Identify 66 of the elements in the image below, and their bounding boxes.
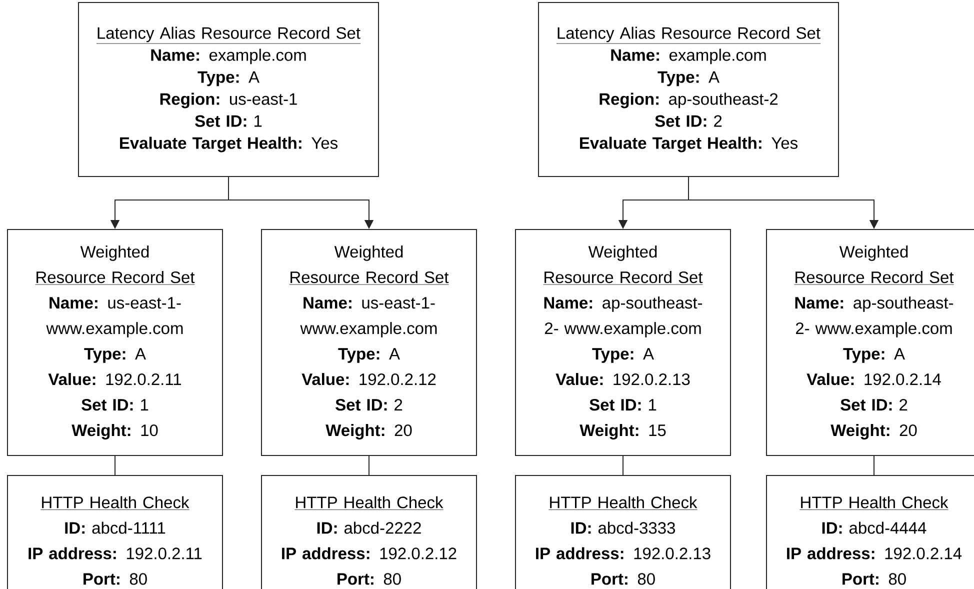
field-text: Name: ap-southeast-2- www.example.com — [795, 296, 954, 338]
field-text: IP address: 192.0.2.12 — [282, 547, 456, 560]
record-box — [261, 475, 477, 589]
field-text: Type: A — [84, 348, 146, 363]
record-box — [78, 2, 379, 177]
record-box — [766, 229, 974, 456]
heading: Resource Record Set — [289, 271, 449, 285]
record-box — [7, 475, 223, 589]
field-text: Port: 80 — [592, 573, 655, 585]
field-text: Weight: 20 — [326, 424, 412, 440]
heading: HTTP Health Check — [294, 496, 444, 510]
field-text: Set ID: 2 — [655, 115, 722, 127]
heading: Resource Record Set — [35, 271, 195, 285]
heading: Latency Alias Resource Record Set — [556, 26, 821, 44]
field-text: Set ID: 1 — [590, 398, 656, 411]
field-text: Port: 80 — [842, 573, 906, 585]
heading: Weighted — [588, 246, 657, 261]
field-text: Value: 192.0.2.11 — [48, 373, 181, 386]
field-text: Set ID: 2 — [336, 398, 402, 411]
field-text: ID: abcd-1111 — [65, 522, 166, 534]
field-text: Name: us-east-1- www.example.com — [46, 297, 183, 338]
heading: Resource Record Set — [543, 271, 703, 285]
field-text: Type: A — [198, 71, 260, 86]
field-text: Type: A — [592, 348, 654, 363]
field-text: Evaluate Target Health: Yes — [580, 136, 798, 152]
field-text: Port: 80 — [84, 573, 147, 585]
field-text: ID: abcd-2222 — [317, 522, 421, 534]
field-text: Weight: 10 — [72, 424, 158, 440]
heading: Weighted — [839, 246, 908, 261]
heading: Resource Record Set — [794, 271, 954, 285]
field-text: Value: 192.0.2.13 — [556, 373, 690, 386]
field-text: Value: 192.0.2.14 — [806, 373, 941, 386]
heading: HTTP Health Check — [548, 496, 698, 510]
field-text: Port: 80 — [338, 573, 401, 585]
field-text: Name: example.com — [151, 48, 306, 64]
heading: Weighted — [334, 246, 403, 261]
record-box — [766, 475, 974, 589]
field-text: ID: abcd-3333 — [571, 522, 675, 534]
record-box — [261, 229, 477, 456]
field-text: ID: abcd-4444 — [822, 522, 926, 534]
field-text: Weight: 15 — [580, 424, 666, 440]
field-text: Weight: 20 — [830, 424, 917, 440]
field-text: IP address: 192.0.2.14 — [787, 547, 962, 560]
field-text: Type: A — [658, 71, 720, 86]
field-text: IP address: 192.0.2.11 — [28, 547, 202, 560]
heading: HTTP Health Check — [800, 496, 948, 510]
heading: HTTP Health Check — [40, 496, 190, 510]
field-text: Set ID: 1 — [195, 115, 262, 127]
field-text: Set ID: 2 — [840, 398, 908, 411]
heading: Latency Alias Resource Record Set — [96, 26, 361, 44]
record-box — [7, 229, 223, 456]
field-text: Name: example.com — [611, 48, 766, 64]
heading: Weighted — [80, 246, 149, 261]
record-box — [515, 475, 731, 589]
field-text: Type: A — [843, 348, 905, 363]
field-text: Region: us-east-1 — [160, 92, 297, 108]
field-text: Value: 192.0.2.12 — [302, 373, 436, 386]
field-text: IP address: 192.0.2.13 — [536, 547, 710, 560]
field-text: Name: ap-southeast-2- www.example.com — [544, 296, 702, 338]
field-text: Set ID: 1 — [82, 398, 148, 411]
record-box — [538, 2, 839, 177]
field-text: Type: A — [338, 348, 400, 363]
field-text: Evaluate Target Health: Yes — [120, 136, 338, 152]
field-text: Region: ap-southeast-2 — [600, 92, 778, 108]
record-box — [515, 229, 731, 456]
field-text: Name: us-east-1- www.example.com — [300, 297, 437, 338]
